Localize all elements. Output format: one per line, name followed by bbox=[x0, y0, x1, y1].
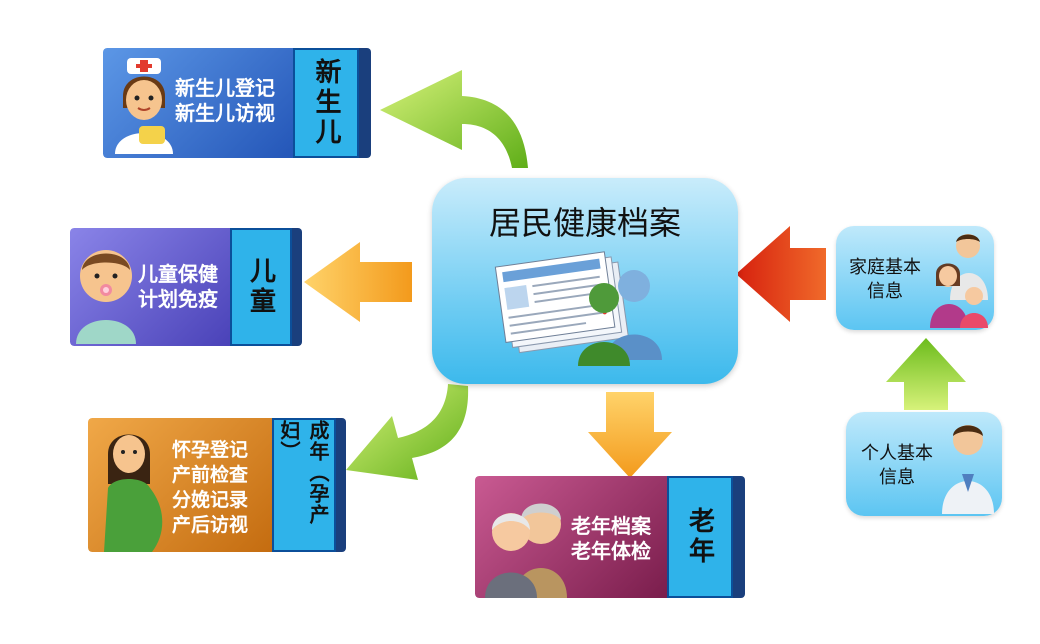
health-records-documents-icon bbox=[494, 251, 662, 366]
family-info-text: 家庭基本 信息 bbox=[842, 256, 928, 304]
adult-line-3: 分娩记录 bbox=[172, 489, 249, 511]
elderly-couple-icon bbox=[485, 503, 567, 598]
personal-info-text: 个人基本 信息 bbox=[850, 442, 944, 490]
card-newborn-edge bbox=[359, 48, 371, 158]
tab-elderly: 老年 bbox=[667, 476, 733, 598]
card-child-edge bbox=[292, 228, 302, 346]
tab-child: 儿童 bbox=[230, 228, 292, 346]
arrow-to-newborn bbox=[380, 70, 528, 168]
arrow-to-child bbox=[304, 242, 412, 322]
tab-adult: 成年（孕产妇） bbox=[272, 418, 336, 552]
card-adult: 怀孕登记 产前检查 分娩记录 产后访视 成年（孕产妇） bbox=[88, 418, 346, 552]
arrow-family-to-center bbox=[736, 226, 826, 322]
card-elderly: 老年档案 老年体检 老年 bbox=[475, 476, 745, 598]
adult-line-1: 怀孕登记 bbox=[172, 439, 249, 461]
person-icon bbox=[942, 425, 994, 514]
adult-line-2: 产前检查 bbox=[172, 464, 249, 486]
family-icon bbox=[930, 234, 988, 328]
child-line-1: 儿童保健 bbox=[138, 262, 218, 286]
card-adult-lines: 怀孕登记 产前检查 分娩记录 产后访视 bbox=[172, 438, 248, 538]
card-newborn-lines: 新生儿登记 新生儿访视 bbox=[175, 76, 275, 126]
adult-line-4: 产后访视 bbox=[172, 514, 249, 536]
family-info-line-1: 家庭基本 bbox=[849, 257, 921, 278]
tab-newborn: 新生儿 bbox=[293, 48, 359, 158]
personal-info-line-2: 信息 bbox=[879, 467, 915, 488]
personal-basic-info-box: 个人基本 信息 bbox=[846, 412, 1002, 516]
newborn-line-2: 新生儿访视 bbox=[175, 101, 275, 125]
elderly-line-1: 老年档案 bbox=[571, 514, 651, 538]
family-basic-info-box: 家庭基本 信息 bbox=[836, 226, 994, 330]
card-child: 儿童保健 计划免疫 儿童 bbox=[70, 228, 302, 346]
nurse-icon bbox=[115, 58, 173, 154]
child-icon bbox=[76, 250, 136, 344]
card-newborn: 新生儿登记 新生儿访视 新生儿 bbox=[103, 48, 371, 158]
card-adult-edge bbox=[336, 418, 346, 552]
hub-title: 居民健康档案 bbox=[488, 204, 681, 242]
card-elderly-lines: 老年档案 老年体检 bbox=[571, 514, 651, 564]
child-line-2: 计划免疫 bbox=[138, 287, 218, 311]
card-elderly-edge bbox=[733, 476, 745, 598]
elderly-line-2: 老年体检 bbox=[571, 539, 651, 563]
arrow-to-adult bbox=[346, 384, 469, 480]
resident-health-record-hub: 居民健康档案 bbox=[432, 178, 738, 384]
arrow-to-elderly bbox=[588, 392, 672, 478]
card-child-lines: 儿童保健 计划免疫 bbox=[138, 262, 218, 312]
personal-info-line-1: 个人基本 bbox=[861, 443, 933, 464]
family-info-line-2: 信息 bbox=[867, 281, 903, 302]
pregnant-woman-icon bbox=[104, 434, 163, 552]
arrow-personal-to-family bbox=[886, 338, 966, 410]
newborn-line-1: 新生儿登记 bbox=[175, 76, 275, 100]
